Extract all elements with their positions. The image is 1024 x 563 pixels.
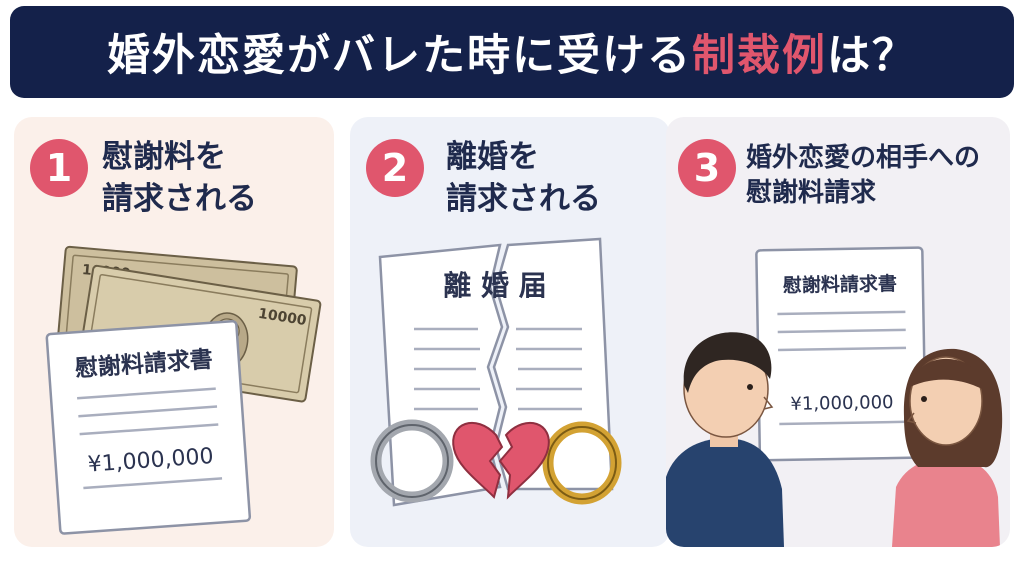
panel-title-line2: 請求される [446,180,601,217]
panel-title-line1: 離婚を [446,139,539,175]
panel-number-badge: 1 [30,139,88,197]
panel-number-badge: 2 [366,139,424,197]
partner-claim-illustration: 慰謝料請求書 ¥1,000,000 [666,246,1003,547]
divorce-form-title: 離 婚 届 [443,269,547,302]
divorce-illustration: 離 婚 届 [370,237,622,507]
panel-title-line1: 婚外恋愛の相手への [746,143,981,173]
panel-title-line2: 慰謝料請求 [746,178,877,209]
broken-heart-icon [452,421,550,500]
page-title-highlight: 制裁例 [692,31,827,81]
panel-partner-claim: 3 婚外恋愛の相手への 慰謝料請求 慰謝料請求書 ¥1,000,000 [666,117,1010,547]
panel-title-line1: 慰謝料を [102,139,226,175]
claim-document: 慰謝料請求書 ¥1,000,000 [45,320,252,535]
claim-document-title: 慰謝料請求書 [783,272,897,297]
page-title-prefix: 婚外恋愛がバレた時に受ける [107,31,692,81]
claim-amount: ¥1,000,000 [790,392,893,415]
title-banner: 婚外恋愛がバレた時に受ける制裁例は？ [10,6,1014,98]
panel-title-line2: 請求される [102,180,257,217]
claim-document: 慰謝料請求書 ¥1,000,000 [755,246,928,462]
page-title-suffix: は？ [827,31,917,81]
panel-title: 婚外恋愛の相手への 慰謝料請求 [746,141,980,211]
panel-title: 慰謝料を 請求される [102,137,257,221]
panel-number-badge: 3 [678,139,736,197]
man-figure [666,332,784,547]
banknote-value-label-2: 10000 [257,306,308,329]
panel-divorce: 2 離婚を 請求される 離 婚 届 [350,117,670,547]
panel-title: 離婚を 請求される [446,137,601,221]
woman-figure [892,348,1003,547]
divorce-document: 離 婚 届 [378,237,614,507]
panel-alimony: 1 慰謝料を 請求される 10000 10000 慰謝料請求書 ¥1,000,0… [14,117,334,547]
alimony-illustration: 10000 10000 慰謝料請求書 ¥1,000,000 [45,245,322,535]
page-title: 婚外恋愛がバレた時に受ける制裁例は？ [107,21,917,83]
